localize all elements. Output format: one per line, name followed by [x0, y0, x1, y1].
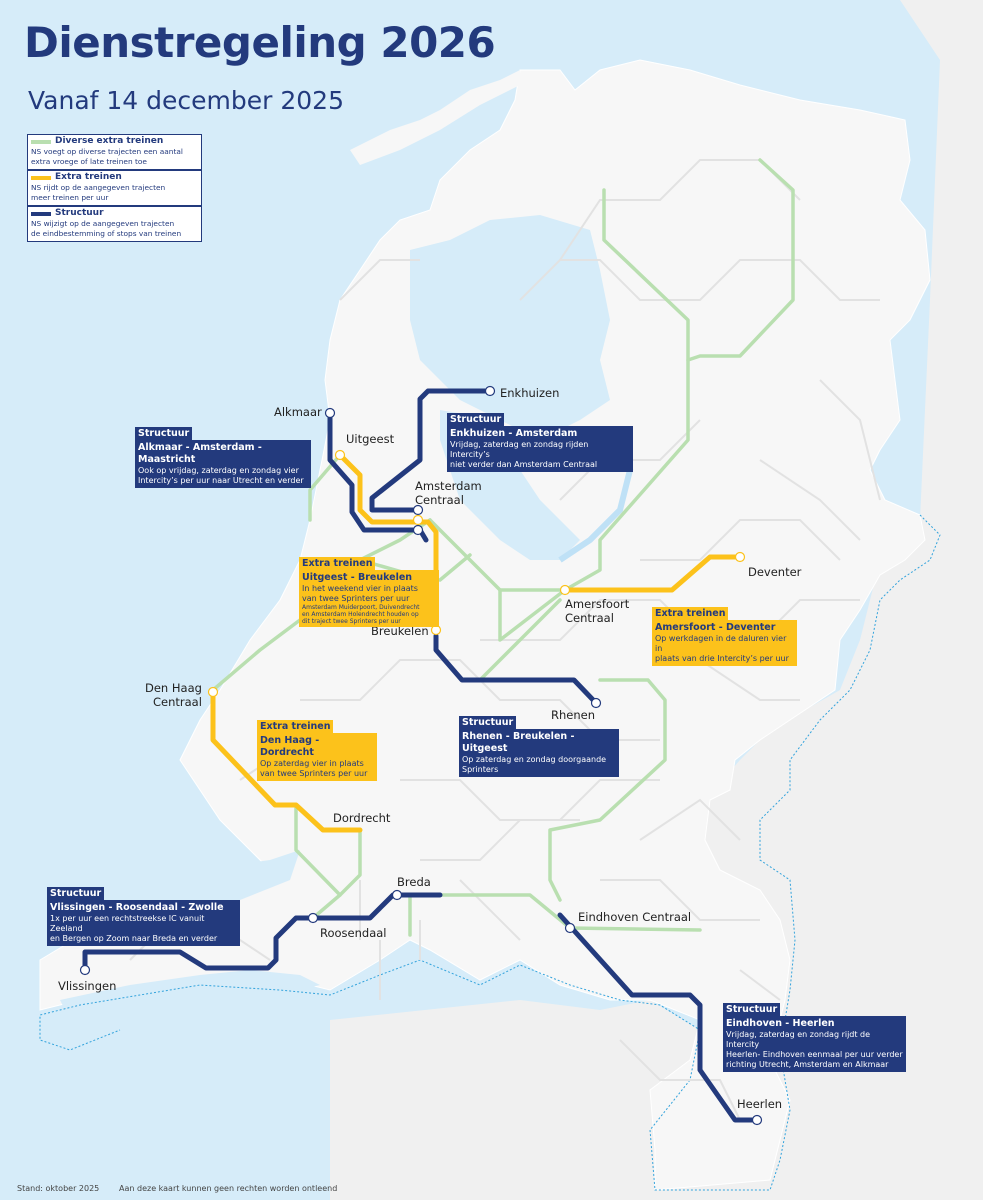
station-label-rhenen: Rhenen: [551, 708, 596, 722]
station-label-amsterdam: Amsterdam Centraal: [415, 479, 482, 507]
navy-vlissingen-breda: [82, 892, 443, 973]
station-dots: [79, 385, 763, 1126]
station-dot-heerlen: [751, 1114, 763, 1126]
station-dot-deventer: [734, 551, 746, 563]
green-arnhem: [548, 678, 667, 902]
station-label-alkmaar: Alkmaar: [274, 405, 322, 419]
info-box-rhenen-breukelen-uitgeest: Structuur Rhenen - Breukelen - Uitgeest …: [459, 710, 619, 777]
station-dot-eindhoven: [564, 922, 576, 934]
ijsselmeer: [410, 215, 610, 440]
navy-breukelen-rhenen: [433, 633, 599, 706]
box-tag: Extra treinen: [652, 607, 729, 620]
station-dot-rhenen: [590, 697, 602, 709]
navy-enkhuizen-amsterdam: [369, 388, 493, 513]
station-label-amersfoort: Amersfoort Centraal: [565, 597, 630, 625]
yellow-denhaag-dordrecht: [210, 689, 363, 833]
box-title: Den Haag - Dordrecht: [260, 735, 320, 758]
info-box-vlissingen-roosendaal-zwolle: Structuur Vlissingen - Roosendaal - Zwol…: [47, 881, 240, 946]
outside-area: [330, 0, 983, 1200]
box-title: Uitgeest - Breukelen: [302, 572, 413, 583]
legend-item-green: Diverse extra treinen NS voegt op divers…: [27, 134, 202, 170]
box-tag: Structuur: [135, 427, 193, 440]
footer-disclaimer: Aan deze kaart kunnen geen rechten worde…: [119, 1184, 338, 1193]
page-subtitle: Vanaf 14 december 2025: [28, 86, 344, 115]
green-breda-eindhoven: [395, 893, 702, 932]
yellow-uitgeest-breukelen: [337, 452, 439, 633]
green-north-branch: [602, 188, 690, 362]
station-dot-amsterdam-3: [412, 524, 424, 536]
box-tag: Extra treinen: [299, 557, 376, 570]
box-tag: Structuur: [459, 716, 517, 729]
wadden-islands: [350, 70, 520, 165]
page-title: Dienstregeling 2026: [24, 18, 496, 67]
station-label-breukelen: Breukelen: [371, 624, 429, 638]
legend-swatch-navy: [31, 212, 51, 216]
zeeland-water-2: [60, 970, 320, 1020]
legend-swatch-yellow: [31, 176, 51, 180]
navy-lines: [82, 388, 760, 1123]
info-box-enkhuizen-amsterdam: Structuur Enkhuizen - Amsterdam Vrijdag,…: [447, 407, 633, 472]
station-dot-breda: [391, 889, 403, 901]
station-label-roosendaal: Roosendaal: [320, 926, 387, 940]
station-dot-enkhuizen: [484, 385, 496, 397]
station-dot-amsterdam-2: [412, 514, 424, 526]
yellow-amersfoort-deventer: [562, 554, 743, 593]
station-label-breda: Breda: [397, 875, 431, 889]
green-gouda: [438, 553, 472, 582]
station-dot-alkmaar: [324, 407, 336, 419]
box-title: Alkmaar - Amsterdam - Maastricht: [138, 442, 262, 465]
info-box-alkmaar-amsterdam-maastricht: Structuur Alkmaar - Amsterdam - Maastric…: [135, 421, 311, 488]
box-title: Enkhuizen - Amsterdam: [450, 428, 578, 439]
station-label-vlissingen: Vlissingen: [58, 979, 117, 993]
station-dot-uitgeest: [334, 449, 346, 461]
green-lines: [211, 158, 795, 937]
station-label-enkhuizen: Enkhuizen: [500, 386, 560, 400]
info-box-eindhoven-heerlen: Structuur Eindhoven - Heerlen Vrijdag, z…: [723, 997, 906, 1072]
box-tag: Structuur: [723, 1003, 781, 1016]
box-title: Vlissingen - Roosendaal - Zwolle: [50, 902, 224, 913]
station-label-eindhoven: Eindhoven Centraal: [578, 910, 692, 924]
yellow-lines: [210, 452, 743, 833]
footer-stand: Stand: oktober 2025: [17, 1184, 100, 1193]
box-title: Eindhoven - Heerlen: [726, 1018, 835, 1029]
station-dot-roosendaal: [307, 912, 319, 924]
green-utrecht-amersfoort: [498, 588, 567, 642]
station-label-denhaag: Den Haag Centraal: [145, 681, 202, 709]
station-dot-amsterdam-1: [412, 504, 424, 516]
green-zwolle-amersfoort: [563, 158, 795, 592]
green-south: [294, 803, 342, 920]
info-box-amersfoort-deventer: Extra treinen Amersfoort - Deventer Op w…: [652, 601, 797, 666]
box-tag: Structuur: [47, 887, 105, 900]
box-tag: Extra treinen: [257, 720, 334, 733]
station-label-uitgeest: Uitgeest: [346, 432, 395, 446]
green-amsterdam-amersfoort: [428, 518, 567, 592]
station-label-heerlen: Heerlen: [737, 1097, 783, 1111]
station-dot-amersfoort: [559, 584, 571, 596]
box-tag: Structuur: [447, 413, 505, 426]
station-label-dordrecht: Dordrecht: [333, 811, 391, 825]
legend-item-navy: Structuur NS wijzigt op de aangegeven tr…: [27, 206, 202, 242]
box-title: Amersfoort - Deventer: [655, 622, 776, 633]
green-dordrecht-breda: [338, 828, 362, 897]
legend-swatch-green: [31, 140, 51, 144]
station-label-deventer: Deventer: [748, 565, 802, 579]
info-box-denhaag-dordrecht: Extra treinen Den Haag - Dordrecht Op za…: [257, 714, 377, 781]
station-dot-vlissingen: [79, 964, 91, 976]
green-haarlem-uitgeest: [308, 453, 342, 522]
green-utrecht-east: [478, 598, 562, 682]
box-title: Rhenen - Breukelen - Uitgeest: [462, 731, 575, 754]
info-box-uitgeest-breukelen: Extra treinen Uitgeest - Breukelen In he…: [299, 551, 439, 627]
border-line: [39, 514, 941, 1191]
station-dot-denhaag: [207, 686, 219, 698]
navy-eindhoven-heerlen: [557, 912, 760, 1123]
legend-item-yellow: Extra treinen NS rijdt op de aangegeven …: [27, 170, 202, 206]
